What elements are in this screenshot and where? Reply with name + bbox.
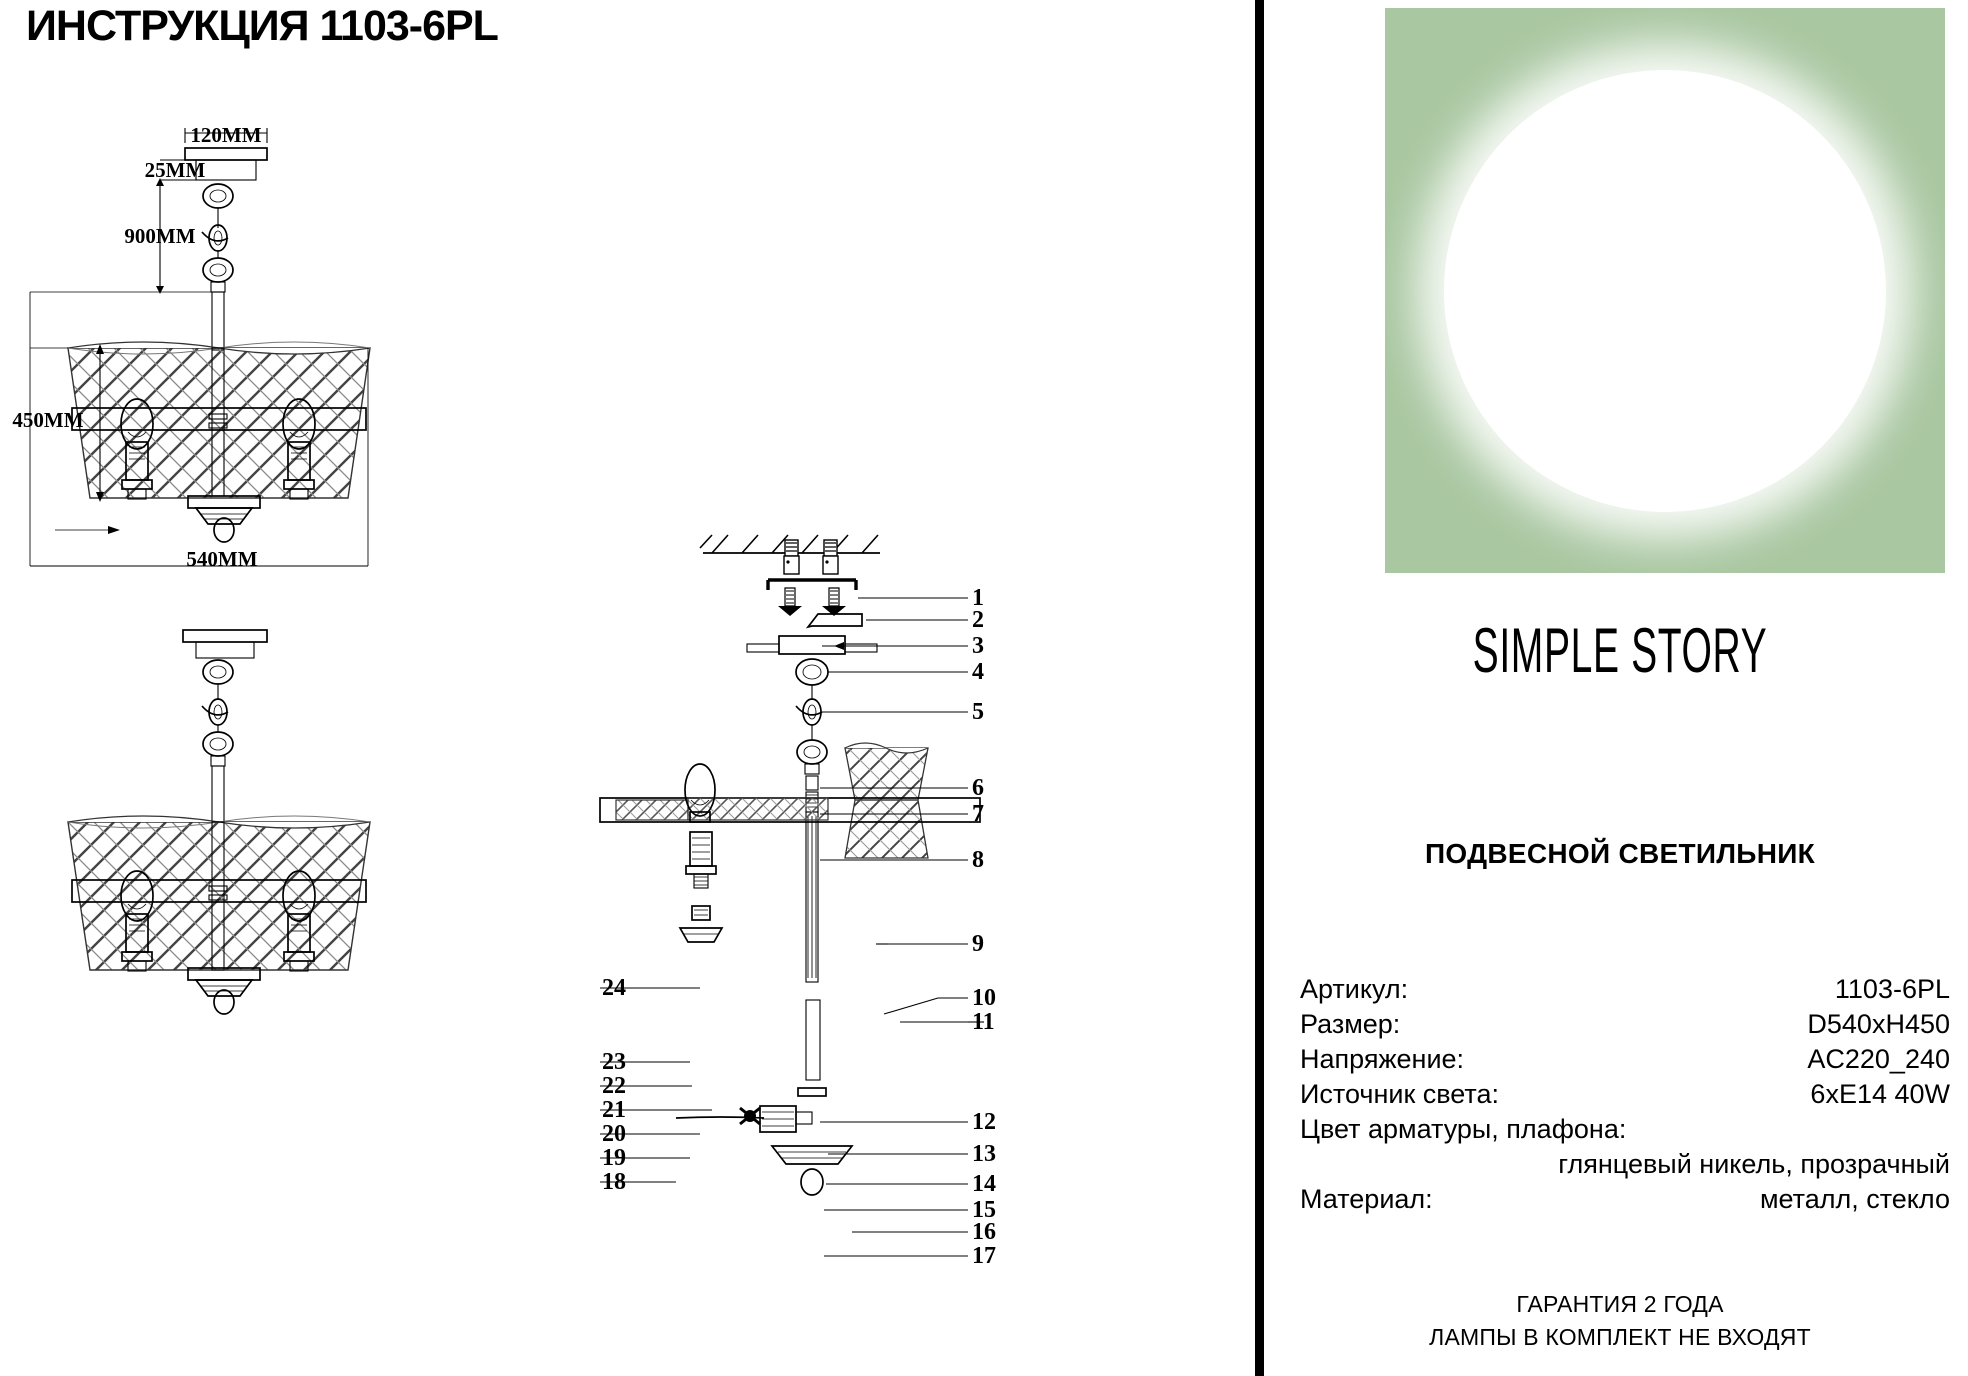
- callout-22: 22: [602, 1073, 626, 1099]
- spec-label-article: Артикул:: [1300, 974, 1409, 1004]
- callout-17: 17: [972, 1243, 996, 1269]
- exploded-assembly-view: [599, 534, 984, 1257]
- spec-row-lightsource: Источник света: 6xE14 40W: [1300, 1077, 1950, 1112]
- bulbs-not-included-note: ЛАМПЫ В КОМПЛЕКТ НЕ ВХОДЯТ: [1429, 1324, 1811, 1350]
- spec-value-material: металл, стекло: [1759, 1184, 1950, 1214]
- callout-14: 14: [972, 1171, 996, 1197]
- spec-row-voltage: Напряжение: AC220_240: [1300, 1042, 1950, 1077]
- callout-10: 10: [972, 985, 996, 1011]
- callout-7: 7: [972, 801, 984, 827]
- callout-18: 18: [602, 1169, 626, 1195]
- warranty-note: ГАРАНТИЯ 2 ГОДА: [1516, 1291, 1724, 1317]
- callout-16: 16: [972, 1219, 996, 1245]
- drawings-svg: 120MM 25MM 900MM: [12, 123, 984, 1257]
- callout-6: 6: [972, 775, 984, 801]
- callout-1: 1: [972, 585, 984, 611]
- callout-8: 8: [972, 847, 984, 873]
- callout-24: 24: [602, 975, 626, 1001]
- technical-drawings-area: 120MM 25MM 900MM: [12, 123, 996, 1269]
- callout-13: 13: [972, 1141, 996, 1167]
- spec-label-color: Цвет арматуры, плафона:: [1300, 1114, 1627, 1144]
- spec-label-size: Размер:: [1300, 1009, 1401, 1039]
- specification-table: Артикул: 1103-6PL Размер: D540xH450 Напр…: [1300, 972, 1950, 1217]
- callout-15: 15: [972, 1197, 996, 1223]
- callout-11: 11: [972, 1009, 995, 1035]
- dim-fixture-height: 450MM: [12, 408, 83, 432]
- spec-row-size: Размер: D540xH450: [1300, 1007, 1950, 1042]
- callout-20: 20: [602, 1121, 626, 1147]
- callout-5: 5: [972, 699, 984, 725]
- callout-2: 2: [972, 607, 984, 633]
- callout-21: 21: [602, 1097, 626, 1123]
- callout-23: 23: [602, 1049, 626, 1075]
- product-type-heading: ПОДВЕСНОЙ СВЕТИЛЬНИК: [1424, 838, 1816, 869]
- spec-value-voltage: AC220_240: [1807, 1044, 1950, 1074]
- elevation-view: 120MM 25MM 900MM: [12, 123, 371, 571]
- product-info-panel: SIMPLE STORY ПОДВЕСНОЙ СВЕТИЛЬНИК Артику…: [1290, 0, 1950, 1376]
- spec-value-color: глянцевый никель, прозрачный: [1558, 1149, 1950, 1179]
- spec-value-size: D540xH450: [1807, 1009, 1950, 1039]
- product-hero-image: [1385, 8, 1945, 573]
- vertical-divider: [1255, 0, 1264, 1376]
- page-title: ИНСТРУКЦИЯ 1103-6PL: [26, 2, 499, 50]
- callout-3: 3: [972, 633, 984, 659]
- spec-row-article: Артикул: 1103-6PL: [1300, 972, 1950, 1007]
- spec-label-material: Материал:: [1300, 1184, 1433, 1214]
- callout-layer: 1 2 3 4 5 6 7 8 9 10 11 12 13 14 15 16 1…: [602, 585, 996, 1269]
- brand-logo: SIMPLE STORY: [1472, 616, 1768, 686]
- callout-19: 19: [602, 1145, 626, 1171]
- spec-label-lightsource: Источник света:: [1300, 1079, 1500, 1109]
- dim-canopy-height: 25MM: [145, 158, 206, 182]
- spec-row-material: Материал: металл, стекло: [1300, 1182, 1950, 1217]
- spec-value-article: 1103-6PL: [1834, 974, 1950, 1004]
- spec-value-lightsource: 6xE14 40W: [1810, 1079, 1950, 1109]
- elevation-view-plain: [67, 629, 371, 1015]
- spec-label-voltage: Напряжение:: [1300, 1044, 1465, 1074]
- globe-shade-icon: [1444, 69, 1886, 512]
- callout-12: 12: [972, 1109, 996, 1135]
- dim-canopy-width: 120MM: [190, 123, 261, 147]
- callout-9: 9: [972, 931, 984, 957]
- callout-4: 4: [972, 659, 984, 685]
- footer-notes: ГАРАНТИЯ 2 ГОДА ЛАМПЫ В КОМПЛЕКТ НЕ ВХОД…: [1290, 1288, 1950, 1354]
- dim-fixture-diameter: 540MM: [186, 547, 257, 571]
- dim-drop-length: 900MM: [124, 224, 195, 248]
